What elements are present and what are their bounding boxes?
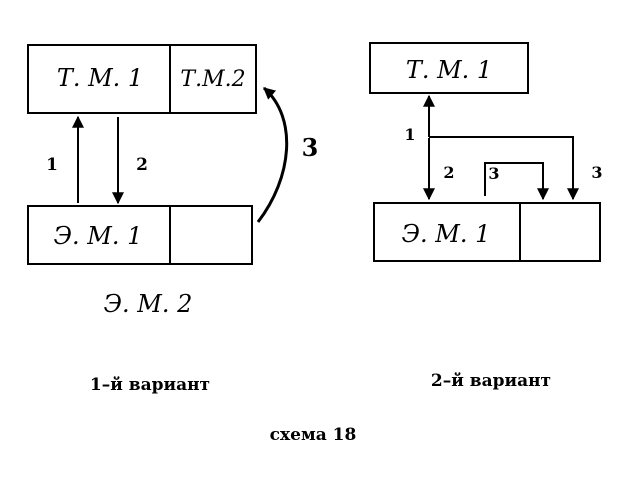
v2-outer-bracket-label: 3 bbox=[591, 163, 602, 182]
figure-caption: схема 18 bbox=[270, 425, 357, 445]
v1-top-box-right-label: Т.М.2 bbox=[180, 67, 245, 92]
v2-inner-bracket-label: 3 bbox=[488, 164, 499, 183]
v2-caption: 2–й вариант bbox=[431, 371, 551, 391]
v1-curve-label: 3 bbox=[302, 133, 319, 162]
v2-bottom-box-left-label: Э. М. 1 bbox=[402, 220, 491, 248]
variant-1: Т. М. 1 Т.М.2 Э. М. 1 1 2 3 Э. М. 2 1–й … bbox=[27, 44, 319, 395]
v1-bottom-box bbox=[27, 205, 253, 265]
v2-outer-bracket bbox=[429, 136, 579, 201]
v2-arrow-down-label: 2 bbox=[443, 163, 454, 182]
v1-arrow-up-label: 1 bbox=[46, 155, 58, 175]
variant-2: Т. М. 1 Э. М. 1 1 2 3 3 2–й вариант bbox=[369, 42, 603, 391]
v1-below-label: Э. М. 2 bbox=[104, 290, 193, 318]
v1-curved-arrow bbox=[256, 86, 289, 223]
v2-bottom-box bbox=[373, 202, 601, 262]
v1-top-box bbox=[27, 44, 257, 114]
v1-top-box-left-label: Т. М. 1 bbox=[57, 64, 143, 92]
v1-bottom-box-left-label: Э. М. 1 bbox=[54, 222, 143, 250]
v1-arrow-down-label: 2 bbox=[136, 155, 148, 175]
v2-inner-bracket bbox=[484, 162, 549, 201]
v2-top-box-label: Т. М. 1 bbox=[406, 56, 492, 84]
v1-caption: 1–й вариант bbox=[90, 375, 210, 395]
v2-arrow-up-label: 1 bbox=[404, 125, 415, 144]
v2-top-box bbox=[369, 42, 529, 94]
